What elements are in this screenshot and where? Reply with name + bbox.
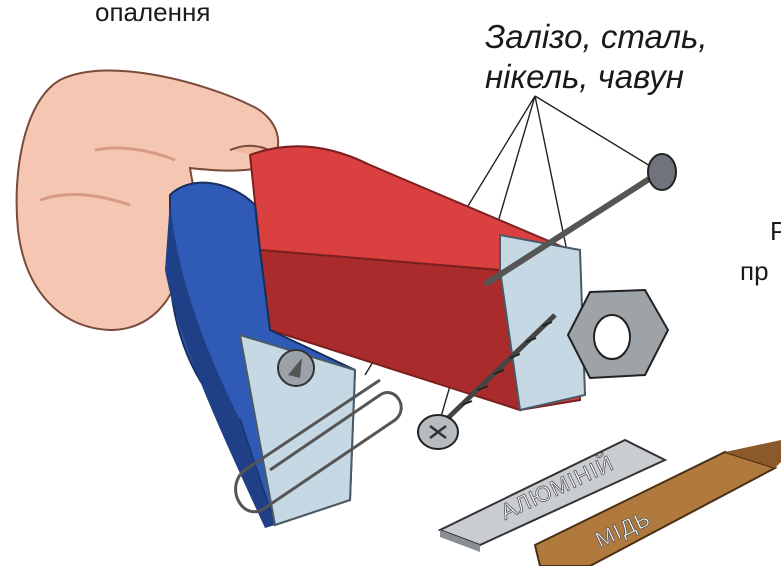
right-caption-fragment-2: пр — [740, 256, 769, 286]
hex-nut — [568, 290, 668, 378]
nail — [487, 154, 676, 283]
materials-label-line2: нікель, чавун — [485, 58, 684, 95]
heating-caption-fragment: опалення — [95, 0, 210, 27]
materials-label-line1: Залізо, сталь, — [485, 18, 708, 55]
pole-screw — [278, 350, 314, 386]
right-caption-fragment-1: Р — [770, 216, 781, 246]
